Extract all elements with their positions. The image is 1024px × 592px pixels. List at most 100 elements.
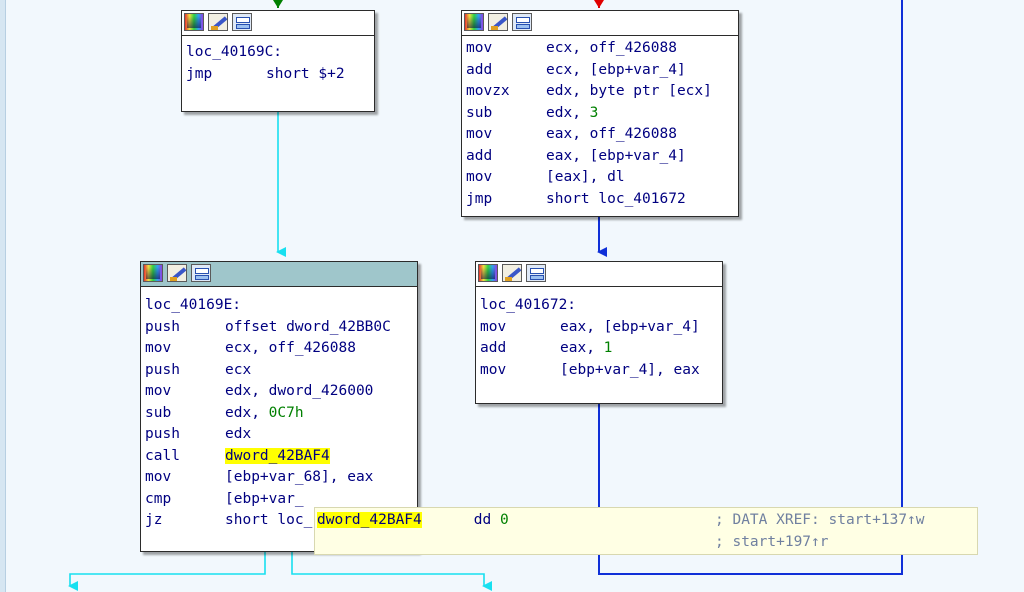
location-label[interactable]: loc_40169C: [186, 44, 283, 60]
mnemonic: cmp [145, 490, 172, 507]
operands[interactable]: offset dword_42BB0C [225, 318, 391, 335]
color-palette-icon[interactable] [184, 13, 204, 31]
operands[interactable]: short loc_ [225, 512, 313, 528]
edge-401672-loop [598, 0, 903, 575]
instruction-line[interactable]: mov eax, [ebp+var_4] [480, 317, 718, 339]
code-label[interactable]: loc_401672: [480, 295, 718, 317]
mnemonic: push [145, 318, 180, 335]
mnemonic: call [145, 447, 180, 464]
mnemonic: movzx [466, 83, 510, 99]
mnemonic: mov [466, 126, 493, 142]
mnemonic: mov [480, 361, 507, 378]
mnemonic: mov [145, 340, 172, 356]
color-palette-icon[interactable] [464, 13, 484, 31]
mnemonic: push [145, 426, 180, 442]
operands[interactable]: [ebp+var_ [225, 490, 304, 507]
operands[interactable]: eax, [ebp+var_4] [560, 318, 700, 335]
node-header-selected[interactable] [141, 262, 417, 287]
instruction-line[interactable]: call dword_42BAF4 [145, 446, 413, 468]
operands[interactable]: edx, [546, 104, 590, 121]
instruction-line[interactable]: cmp [ebp+var_ [145, 489, 413, 511]
operands[interactable]: [ebp+var_68], eax [225, 469, 374, 485]
edit-pencil-icon[interactable] [502, 264, 522, 282]
operands[interactable]: short loc_401672 [546, 190, 686, 207]
code-label[interactable]: loc_40169C: [186, 42, 370, 64]
operands[interactable]: eax, [ebp+var_4] [546, 147, 686, 164]
tooltip-symbol: dword_42BAF4 [317, 512, 422, 528]
graph-group-icon[interactable] [191, 264, 211, 282]
immediate-value: 1 [603, 340, 613, 356]
instruction-line[interactable]: mov [ebp+var_4], eax [480, 360, 718, 382]
mnemonic: mov [466, 40, 493, 56]
node-code: loc_40169C:jmp short $+2 [182, 36, 374, 89]
operands[interactable]: edx [225, 426, 252, 442]
operands[interactable]: ecx, off_426088 [225, 340, 356, 356]
color-palette-icon[interactable] [143, 264, 163, 282]
operands[interactable]: edx, byte ptr [ecx] [546, 83, 712, 99]
operands[interactable]: edx, [225, 404, 269, 421]
graph-group-icon[interactable] [512, 13, 532, 31]
mnemonic: sub [145, 404, 172, 421]
node-header[interactable] [476, 262, 722, 287]
instruction-line[interactable]: mov ecx, off_426088 [145, 338, 413, 360]
operands[interactable]: ecx [225, 361, 252, 378]
instruction-line[interactable]: jmp short loc_401672 [466, 189, 734, 211]
instruction-line[interactable]: mov eax, off_426088 [466, 124, 734, 146]
operands[interactable]: [ebp+var_4], eax [560, 361, 700, 378]
edge-40169E-right [291, 552, 492, 591]
tooltip-value: 0 [499, 512, 509, 528]
instruction-line[interactable]: push edx [145, 424, 413, 446]
location-label[interactable]: loc_401672: [480, 297, 577, 313]
color-palette-icon[interactable] [478, 264, 498, 282]
instruction-line[interactable]: movzx edx, byte ptr [ecx] [466, 81, 734, 103]
operands[interactable]: ecx, [ebp+var_4] [546, 61, 686, 78]
operands[interactable]: [eax], dl [546, 169, 625, 185]
node-header[interactable] [462, 11, 738, 36]
graph-group-icon[interactable] [232, 13, 252, 31]
edit-pencil-icon[interactable] [488, 13, 508, 31]
location-label[interactable]: loc_40169E: [145, 297, 242, 313]
mnemonic: mov [480, 318, 507, 335]
graph-left-border [0, 0, 6, 592]
instruction-line[interactable]: mov [eax], dl [466, 167, 734, 189]
tooltip-comment-1: ; DATA XREF: start+137↑w [715, 512, 925, 528]
mnemonic: jmp [466, 190, 493, 207]
edge-false-arrowhead [594, 0, 604, 8]
instruction-line[interactable]: jmp short $+2 [186, 64, 370, 86]
node-header[interactable] [182, 11, 374, 36]
highlighted-operand[interactable]: dword_42BAF4 [225, 447, 330, 464]
instruction-line[interactable]: push offset dword_42BB0C [145, 317, 413, 339]
code-label[interactable]: loc_40169E: [145, 295, 413, 317]
immediate-value: 3 [589, 104, 599, 121]
edit-pencil-icon[interactable] [208, 13, 228, 31]
operands[interactable]: short $+2 [266, 65, 345, 82]
operands[interactable]: eax, [560, 340, 604, 356]
operands[interactable]: ecx, off_426088 [546, 40, 677, 56]
mnemonic: mov [466, 169, 493, 185]
instruction-line[interactable]: mov[ebp+var_68], eax [145, 467, 413, 489]
mnemonic: jmp [186, 65, 213, 82]
operands[interactable]: edx, dword_426000 [225, 383, 374, 399]
instruction-line[interactable]: mov ecx, off_426088 [466, 38, 734, 60]
node-loc-40169C[interactable]: loc_40169C:jmp short $+2 [181, 10, 375, 112]
edit-pencil-icon[interactable] [167, 264, 187, 282]
graph-group-icon[interactable] [526, 264, 546, 282]
operands[interactable]: eax, off_426088 [546, 126, 677, 142]
